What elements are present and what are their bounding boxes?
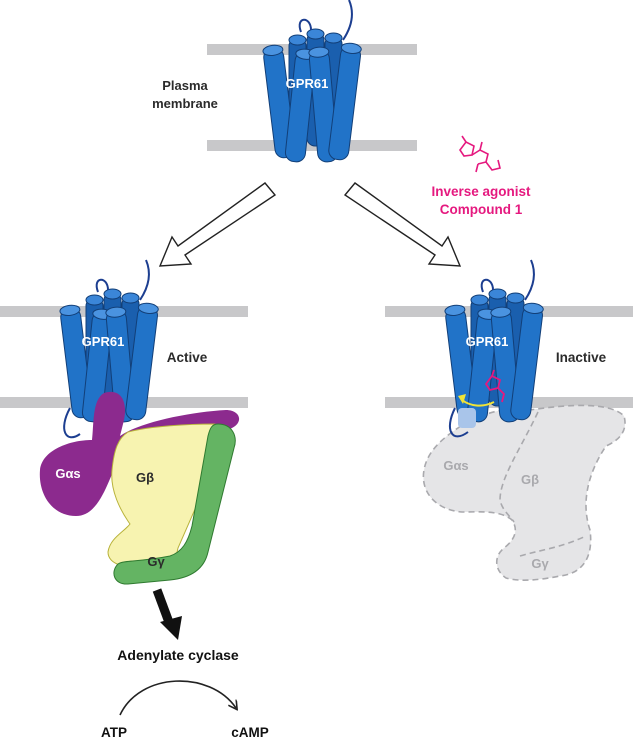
inactive-g-gamma-label: Gγ (531, 556, 549, 571)
atp-label: ATP (101, 725, 127, 740)
left-intracellular-loop (63, 407, 81, 439)
plasma-membrane-label-line1: Plasma (162, 78, 208, 93)
inactive-g-protein-outline (422, 404, 626, 581)
right-helix8-stub (458, 408, 476, 428)
inactive-g-beta-label: Gβ (521, 472, 539, 487)
helix-movement-arrow-icon (461, 399, 495, 407)
inactive-g-protein-divider (499, 411, 587, 557)
inverse-agonist-label-line2: Compound 1 (440, 202, 523, 217)
activation-arrow-icon (152, 588, 182, 640)
hollow-arrow-left-icon (158, 182, 277, 267)
adenylate-cyclase-label: Adenylate cyclase (117, 647, 239, 663)
plasma-membrane-label-line2: membrane (152, 96, 218, 111)
bound-compound-icon (484, 369, 505, 403)
g-alpha-s-label: Gαs (55, 466, 80, 481)
right-receptor-label: GPR61 (466, 334, 509, 349)
top-receptor-label: GPR61 (286, 76, 329, 91)
g-gamma-subunit (113, 423, 236, 585)
hollow-arrow-right-icon (343, 182, 462, 267)
camp-label: cAMP (231, 725, 269, 740)
g-beta-label: Gβ (136, 470, 154, 485)
inverse-agonist-label-line1: Inverse agonist (431, 184, 531, 199)
active-state-label: Active (167, 350, 208, 365)
helix-movement-arrowhead (458, 394, 466, 404)
left-receptor-label: GPR61 (82, 334, 125, 349)
compound-icon (459, 135, 501, 173)
g-alpha-s-subunit (39, 391, 240, 516)
inactive-state-label: Inactive (556, 350, 607, 365)
reaction-curved-arrow-icon (119, 680, 236, 716)
inactive-g-alpha-s-label: Gαs (443, 458, 468, 473)
g-gamma-label: Gγ (147, 554, 165, 569)
right-intracellular-loop (449, 407, 469, 438)
